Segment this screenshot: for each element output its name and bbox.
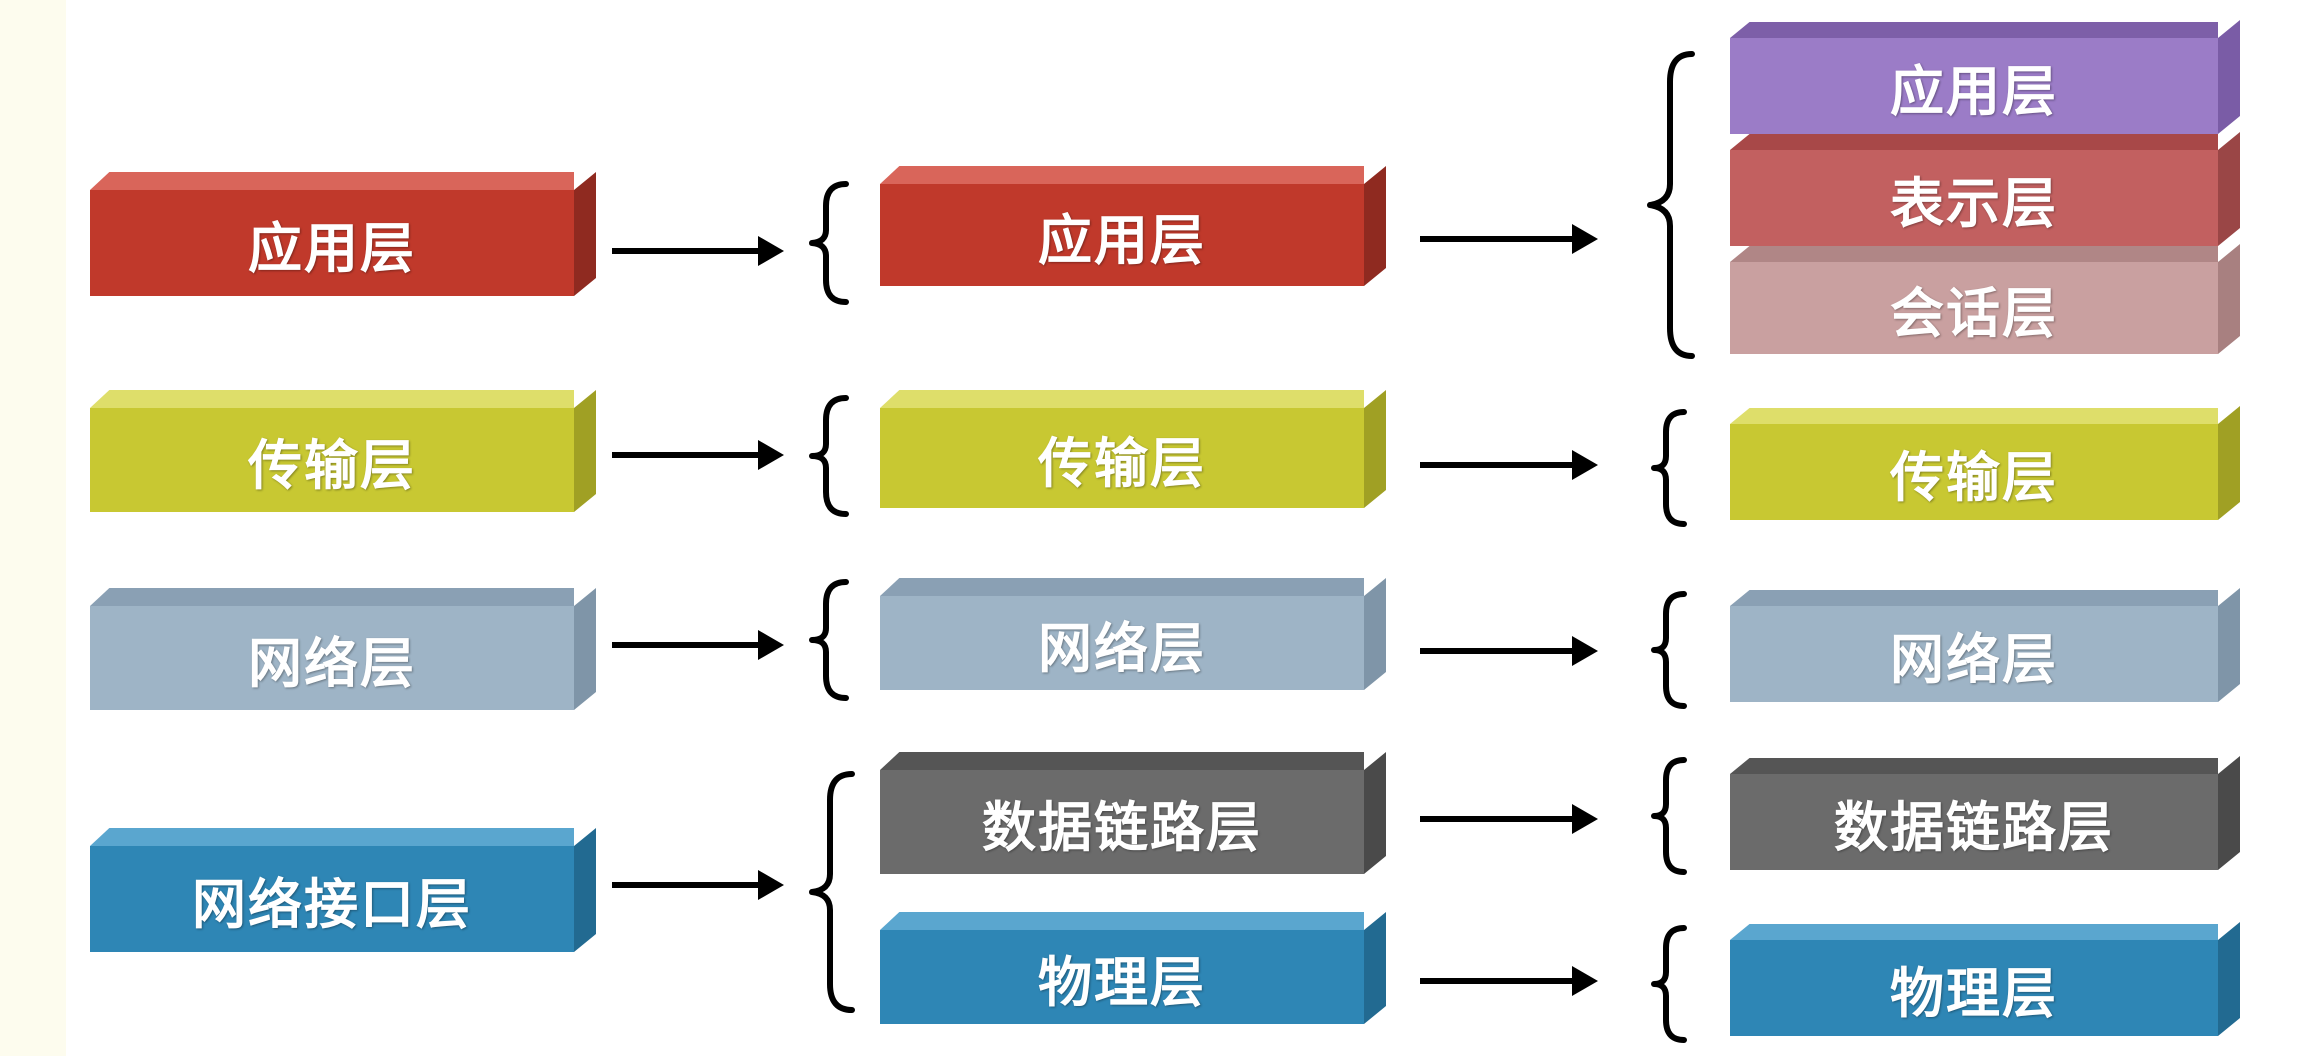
arrow-c2-transport <box>1420 450 1598 480</box>
c1-network-interface-label: 网络接口层 <box>192 872 472 936</box>
brace-c3-data-link <box>1651 757 1687 875</box>
c3-application-box: 应用层 <box>1730 38 2218 134</box>
c2-data-link-box: 数据链路层 <box>880 752 1364 874</box>
arrow-c2-data-link <box>1420 804 1598 834</box>
diagram-panel: 应用层 传输层 网络层 网络接口层 <box>66 0 2298 1056</box>
arrow-c1-transport <box>612 440 784 470</box>
c2-network-box: 网络层 <box>880 578 1364 690</box>
c2-network-label: 网络层 <box>1038 616 1206 680</box>
arrow-c1-network <box>612 630 784 660</box>
arrow-c1-application <box>612 236 784 266</box>
c1-network-interface-box: 网络接口层 <box>90 828 574 952</box>
c3-session-label: 会话层 <box>1890 281 2058 345</box>
c3-session-box: 会话层 <box>1730 262 2218 354</box>
arrow-c1-network-interface <box>612 870 784 900</box>
c2-application-box: 应用层 <box>880 166 1364 286</box>
c3-physical-box: 物理层 <box>1730 940 2218 1036</box>
c3-network-box: 网络层 <box>1730 606 2218 702</box>
c1-transport-label: 传输层 <box>248 433 416 497</box>
c2-application-label: 应用层 <box>1038 208 1206 272</box>
brace-c3-upper <box>1647 51 1695 359</box>
c2-data-link-label: 数据链路层 <box>982 795 1262 859</box>
c3-network-label: 网络层 <box>1890 627 2058 691</box>
c3-presentation-box: 表示层 <box>1730 150 2218 246</box>
brace-c2-application <box>809 181 849 305</box>
c2-transport-box: 传输层 <box>880 390 1364 508</box>
brace-c3-physical <box>1651 925 1687 1043</box>
brace-c2-network <box>809 579 849 701</box>
c1-network-box: 网络层 <box>90 588 574 710</box>
c2-physical-box: 物理层 <box>880 912 1364 1024</box>
c2-physical-label: 物理层 <box>1038 950 1206 1014</box>
arrow-c2-application <box>1420 224 1598 254</box>
brace-c3-transport <box>1651 409 1687 527</box>
c3-data-link-box: 数据链路层 <box>1730 774 2218 870</box>
c3-physical-label: 物理层 <box>1890 961 2058 1025</box>
c3-transport-label: 传输层 <box>1890 445 2058 509</box>
c3-data-link-label: 数据链路层 <box>1834 795 2114 859</box>
brace-c2-network-interface <box>809 771 855 1013</box>
c1-network-label: 网络层 <box>248 631 416 695</box>
c3-application-label: 应用层 <box>1890 59 2058 123</box>
brace-c3-network <box>1651 591 1687 709</box>
arrow-c2-network <box>1420 636 1598 666</box>
c1-transport-box: 传输层 <box>90 390 574 512</box>
c3-transport-box: 传输层 <box>1730 424 2218 520</box>
brace-c2-transport <box>809 395 849 517</box>
c1-application-label: 应用层 <box>248 216 416 280</box>
c1-application-box: 应用层 <box>90 172 574 296</box>
c2-transport-label: 传输层 <box>1038 431 1206 495</box>
arrow-c2-physical <box>1420 966 1598 996</box>
c3-presentation-label: 表示层 <box>1890 171 2058 235</box>
